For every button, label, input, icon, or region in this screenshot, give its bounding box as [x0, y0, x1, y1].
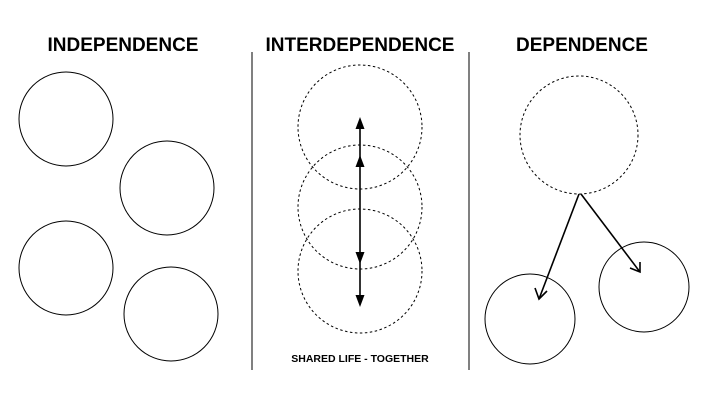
dependent-source-circle — [519, 75, 639, 195]
dependence-group — [484, 75, 690, 365]
arrow-down-head-bottom — [355, 295, 365, 307]
dependent-circle-right — [598, 241, 690, 333]
arrow-up-head-middle — [355, 155, 365, 167]
dependent-circle-left — [484, 273, 576, 365]
independence-group — [18, 71, 219, 362]
dependence-arrow-left — [538, 193, 580, 300]
title-interdependence: INTERDEPENDENCE — [266, 35, 455, 56]
arrow-up-head-top — [355, 117, 365, 129]
title-dependence: DEPENDENCE — [516, 35, 648, 56]
interdependence-caption: SHARED LIFE - TOGETHER — [291, 353, 429, 365]
arrow-down-head-middle — [355, 252, 365, 264]
independent-circle-top-left — [18, 71, 114, 167]
title-independence: INDEPENDENCE — [48, 35, 199, 56]
dependence-arrow-right — [580, 193, 641, 273]
dependence-arrow-right-head — [629, 262, 641, 274]
independent-circle-bottom-right — [123, 266, 219, 362]
independent-circle-bottom-left — [18, 220, 114, 316]
interdependence-group: SHARED LIFE - TOGETHER — [291, 64, 429, 365]
independent-circle-top-right — [119, 140, 215, 236]
dependence-arrow-left-head — [534, 287, 548, 301]
